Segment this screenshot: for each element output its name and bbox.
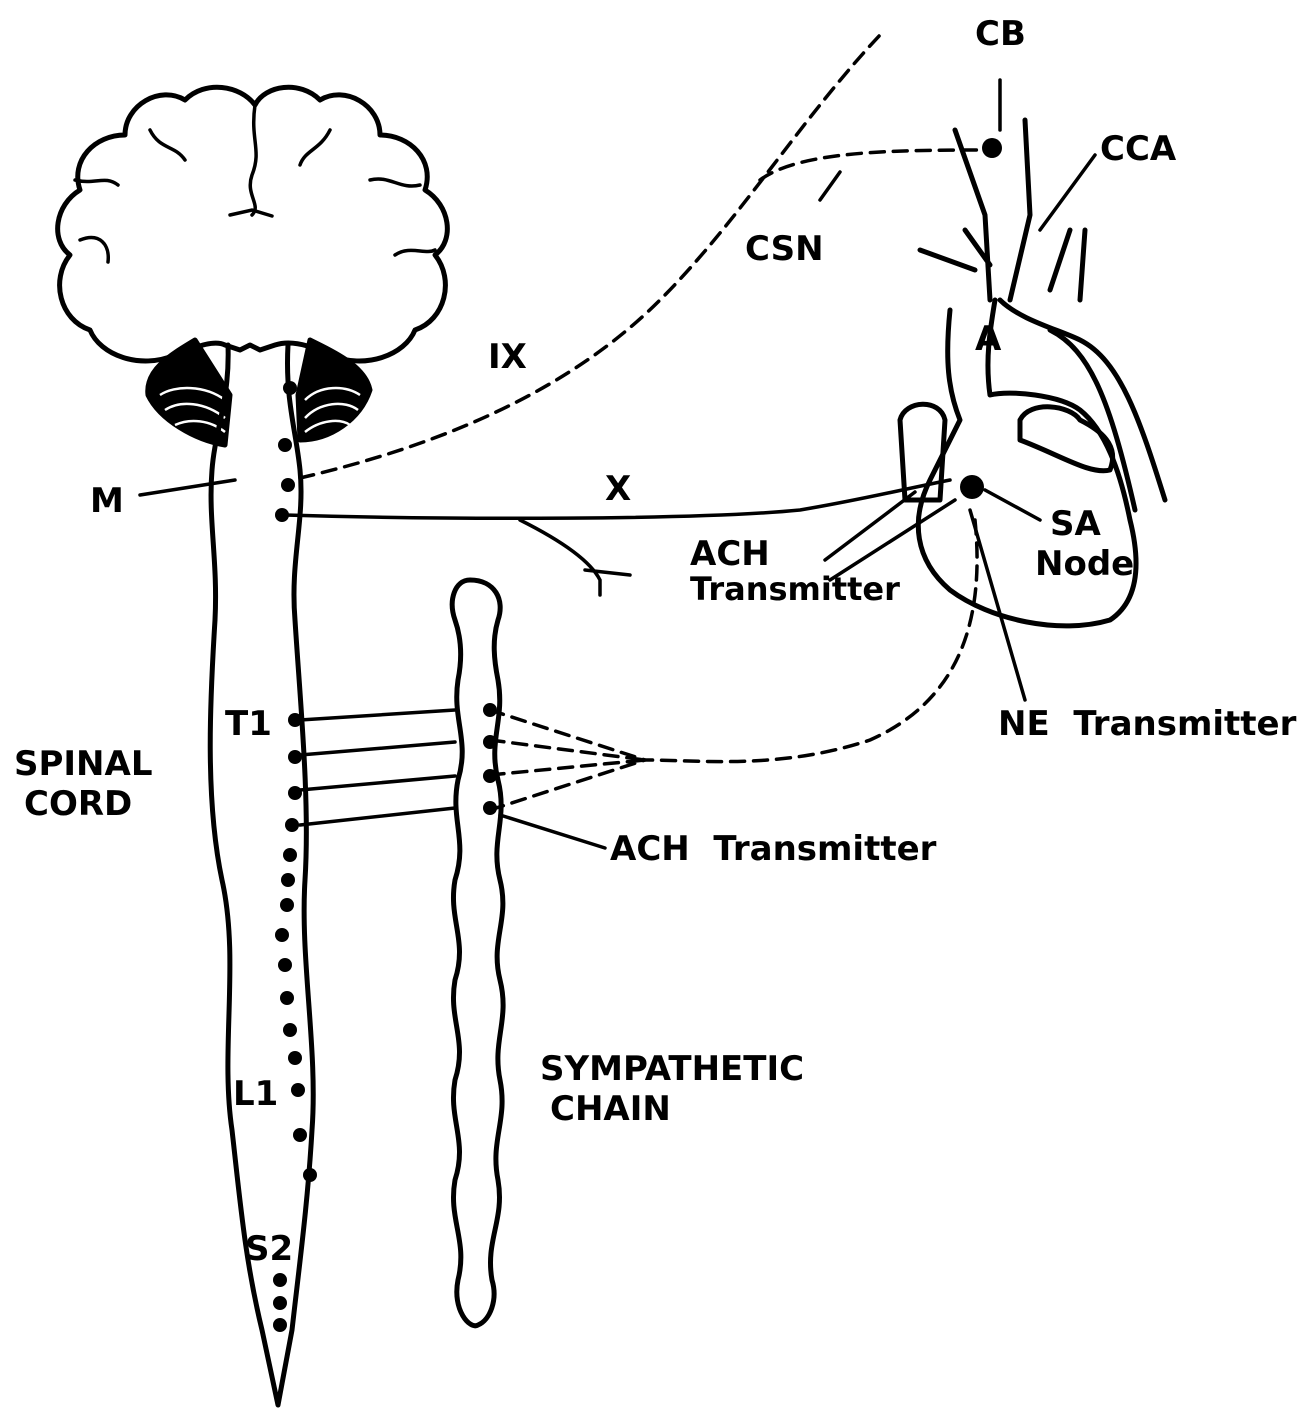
cca-pointer <box>1040 155 1095 230</box>
label-t1: T1 <box>225 704 272 744</box>
ach-upper-pointer <box>825 492 955 580</box>
ach-lower-pointer <box>500 815 605 848</box>
csn-pointer <box>820 172 840 200</box>
cerebellum-right <box>298 340 370 440</box>
label-sympathetic-chain-line1: SYMPATHETIC <box>540 1049 804 1089</box>
brain <box>58 87 448 445</box>
sa-node-pointer <box>985 490 1040 520</box>
preganglionic-fibers <box>300 710 455 825</box>
label-csn: CSN <box>745 229 824 269</box>
label-cca: CCA <box>1100 129 1177 169</box>
label-spinal-cord-line2: CORD <box>24 784 132 824</box>
sympathetic-chain <box>452 580 503 1326</box>
label-ach-upper-line2: Transmitter <box>690 570 900 608</box>
carotid-sinus-nerve <box>760 150 990 180</box>
label-ach-upper-line1: ACH <box>690 534 770 574</box>
label-sa-node-line1: SA <box>1050 504 1101 544</box>
m-pointer <box>140 480 235 495</box>
label-ix: IX <box>488 337 527 377</box>
carotid-body-marker <box>982 138 1002 158</box>
sa-node-marker <box>960 475 984 499</box>
label-spinal-cord-line1: SPINAL <box>14 744 153 784</box>
label-a: A <box>975 319 1002 359</box>
label-cb: CB <box>975 14 1026 54</box>
label-ne-transmitter: NE Transmitter <box>998 704 1297 744</box>
label-s2: S2 <box>245 1229 293 1269</box>
label-x: X <box>605 469 631 509</box>
label-sympathetic-chain-line2: CHAIN <box>550 1089 671 1129</box>
longitudinal-fissure <box>250 105 256 215</box>
aortic-arch <box>1000 300 1165 500</box>
label-m: M <box>90 481 124 521</box>
labels: CB CCA CSN IX A X M SA Node ACH Transmit… <box>14 14 1297 1269</box>
label-ach-lower: ACH Transmitter <box>610 829 937 869</box>
label-sa-node-line2: Node <box>1035 544 1134 584</box>
label-l1: L1 <box>233 1074 278 1114</box>
